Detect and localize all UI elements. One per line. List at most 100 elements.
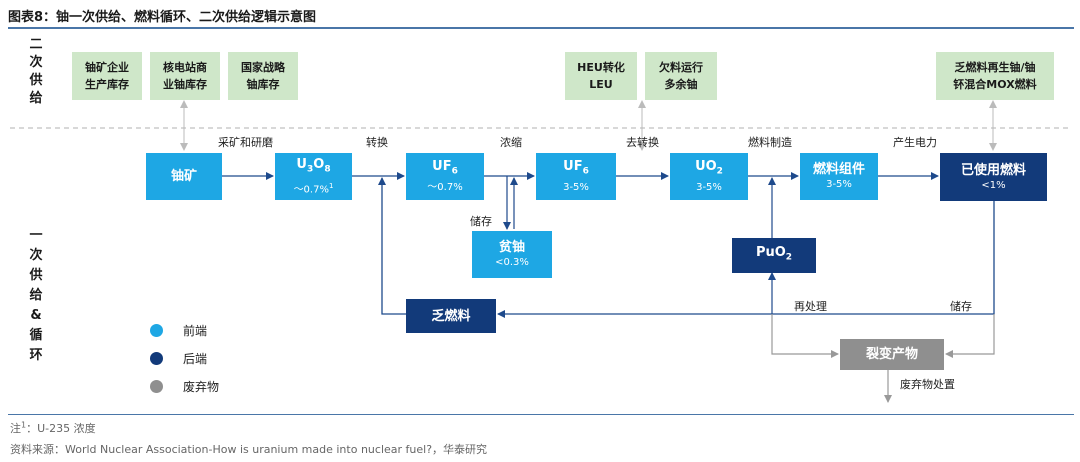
box-line: 铀矿企业 xyxy=(85,61,129,74)
secondary-supply-label: 二 次 供 给 xyxy=(26,36,46,108)
formula-subscript: 6 xyxy=(582,166,589,177)
node-title: 裂变产物 xyxy=(865,347,918,362)
formula-part: O xyxy=(313,157,325,173)
legend-waste-swatch xyxy=(150,379,163,393)
formula-part: U xyxy=(296,157,307,173)
box-line: HEU转化 xyxy=(577,61,625,74)
node-title: PuO2 xyxy=(756,244,792,267)
process-label-reprocess: 再处理 xyxy=(794,300,827,313)
footer-divider xyxy=(8,414,1074,415)
legend-item: 后端 xyxy=(150,344,219,372)
box-line: 乏燃料再生铀/铀 xyxy=(954,61,1036,74)
formula-subscript: 2 xyxy=(716,166,723,177)
node-concentration: 3-5% xyxy=(563,181,589,193)
node-concentration: ～0.7%1 xyxy=(294,179,334,197)
process-label-power: 产生电力 xyxy=(893,136,937,149)
section-char: & xyxy=(30,308,42,323)
process-label-disposal: 废弃物处置 xyxy=(900,378,955,391)
node-concentration: ～0.7% xyxy=(427,181,463,193)
node-depleted-uranium: 贫铀 <0.3% xyxy=(472,231,552,278)
node-title: UO2 xyxy=(695,158,723,181)
process-label-deconversion: 去转换 xyxy=(626,136,659,149)
node-fuel-assembly: 燃料组件 3-5% xyxy=(800,153,878,200)
node-uo2: UO2 3-5% xyxy=(670,153,748,200)
box-line: 欠料运行 xyxy=(659,61,703,74)
formula-part: UF xyxy=(563,159,583,175)
section-char: 一 xyxy=(29,228,43,243)
node-title: 贫铀 xyxy=(498,240,525,255)
secondary-source-box: 欠料运行多余铀 xyxy=(645,52,717,100)
secondary-source-box: 国家战略铀库存 xyxy=(228,52,298,100)
footnote: 注1：U-235 浓度 xyxy=(10,420,96,436)
formula-part: UF xyxy=(432,159,452,175)
section-char: 供 xyxy=(29,268,43,283)
secondary-source-box: 乏燃料再生铀/铀钚混合MOX燃料 xyxy=(936,52,1054,100)
legend: 前端 后端 废弃物 xyxy=(150,316,219,400)
box-line: 国家战略 xyxy=(241,61,285,74)
figure-title: 图表8：铀一次供给、燃料循环、二次供给逻辑示意图 xyxy=(8,10,317,25)
node-concentration: <0.3% xyxy=(495,257,529,268)
box-line: 铀库存 xyxy=(246,78,280,91)
legend-item: 前端 xyxy=(150,316,219,344)
process-label-enrichment: 浓缩 xyxy=(500,136,522,149)
section-char: 二 xyxy=(29,37,43,52)
process-label-mining: 采矿和研磨 xyxy=(218,136,273,149)
process-label-conversion: 转换 xyxy=(366,136,388,149)
section-char: 次 xyxy=(29,248,43,263)
process-label-storage: 储存 xyxy=(950,300,972,313)
formula-subscript: 6 xyxy=(451,166,458,177)
box-line: 业铀库存 xyxy=(163,78,207,91)
node-title: 乏燃料 xyxy=(431,308,471,324)
section-char: 循 xyxy=(29,328,43,343)
node-concentration: 3-5% xyxy=(696,181,722,193)
concentration-value: ～0.7% xyxy=(293,183,329,195)
node-title: U3O8 xyxy=(296,156,330,179)
legend-label: 废弃物 xyxy=(183,379,220,394)
legend-label: 前端 xyxy=(183,323,208,338)
footnote-text: ：U-235 浓度 xyxy=(26,422,96,435)
node-title: UF6 xyxy=(432,158,458,181)
node-fission-products: 裂变产物 xyxy=(840,339,944,370)
node-title: 已使用燃料 xyxy=(960,162,1026,178)
box-line: 钚混合MOX燃料 xyxy=(953,78,1037,91)
node-uranium-ore: 铀矿 xyxy=(146,153,222,200)
section-char: 环 xyxy=(29,348,43,363)
legend-front-end-swatch xyxy=(150,323,163,337)
formula-part: PuO xyxy=(755,245,786,261)
node-concentration: 3-5% xyxy=(826,179,852,190)
secondary-source-box: 铀矿企业生产库存 xyxy=(72,52,142,100)
footnote-marker: 1 xyxy=(21,420,27,430)
node-puo2: PuO2 xyxy=(732,238,816,273)
secondary-source-box: HEU转化 LEU xyxy=(565,52,637,100)
node-spent-fuel: 已使用燃料 <1% xyxy=(940,153,1047,201)
formula-subscript: 8 xyxy=(324,164,331,175)
legend-item: 废弃物 xyxy=(150,372,219,400)
formula-subscript: 2 xyxy=(785,252,793,263)
formula-subscript: 3 xyxy=(306,164,314,175)
node-title: 燃料组件 xyxy=(812,162,865,177)
section-char: 供 xyxy=(29,73,43,88)
section-char: 次 xyxy=(29,55,43,70)
secondary-source-box: 核电站商业铀库存 xyxy=(150,52,220,100)
node-uf6-natural: UF6 ～0.7% xyxy=(406,153,484,200)
box-line: 多余铀 xyxy=(664,78,698,91)
source-note: 资料来源：World Nuclear Association-How is ur… xyxy=(10,443,488,456)
node-depleted-fuel: 乏燃料 xyxy=(406,299,496,333)
node-u3o8: U3O8 ～0.7%1 xyxy=(275,153,352,200)
section-char: 给 xyxy=(29,91,43,106)
box-line: LEU xyxy=(589,78,613,91)
process-label-storage: 储存 xyxy=(470,215,492,228)
node-concentration: <1% xyxy=(981,179,1006,191)
legend-back-end-swatch xyxy=(150,351,163,365)
box-line: 生产库存 xyxy=(85,78,129,91)
title-divider xyxy=(8,27,1074,29)
legend-label: 后端 xyxy=(183,351,208,366)
footnote-marker: 1 xyxy=(328,181,334,190)
primary-supply-label: 一 次 供 给 & 循 环 xyxy=(26,226,46,366)
node-title: UF6 xyxy=(563,158,589,181)
node-title: 铀矿 xyxy=(170,169,197,184)
section-char: 给 xyxy=(29,288,43,303)
process-label-fabrication: 燃料制造 xyxy=(748,136,792,149)
formula-part: UO xyxy=(695,159,717,175)
